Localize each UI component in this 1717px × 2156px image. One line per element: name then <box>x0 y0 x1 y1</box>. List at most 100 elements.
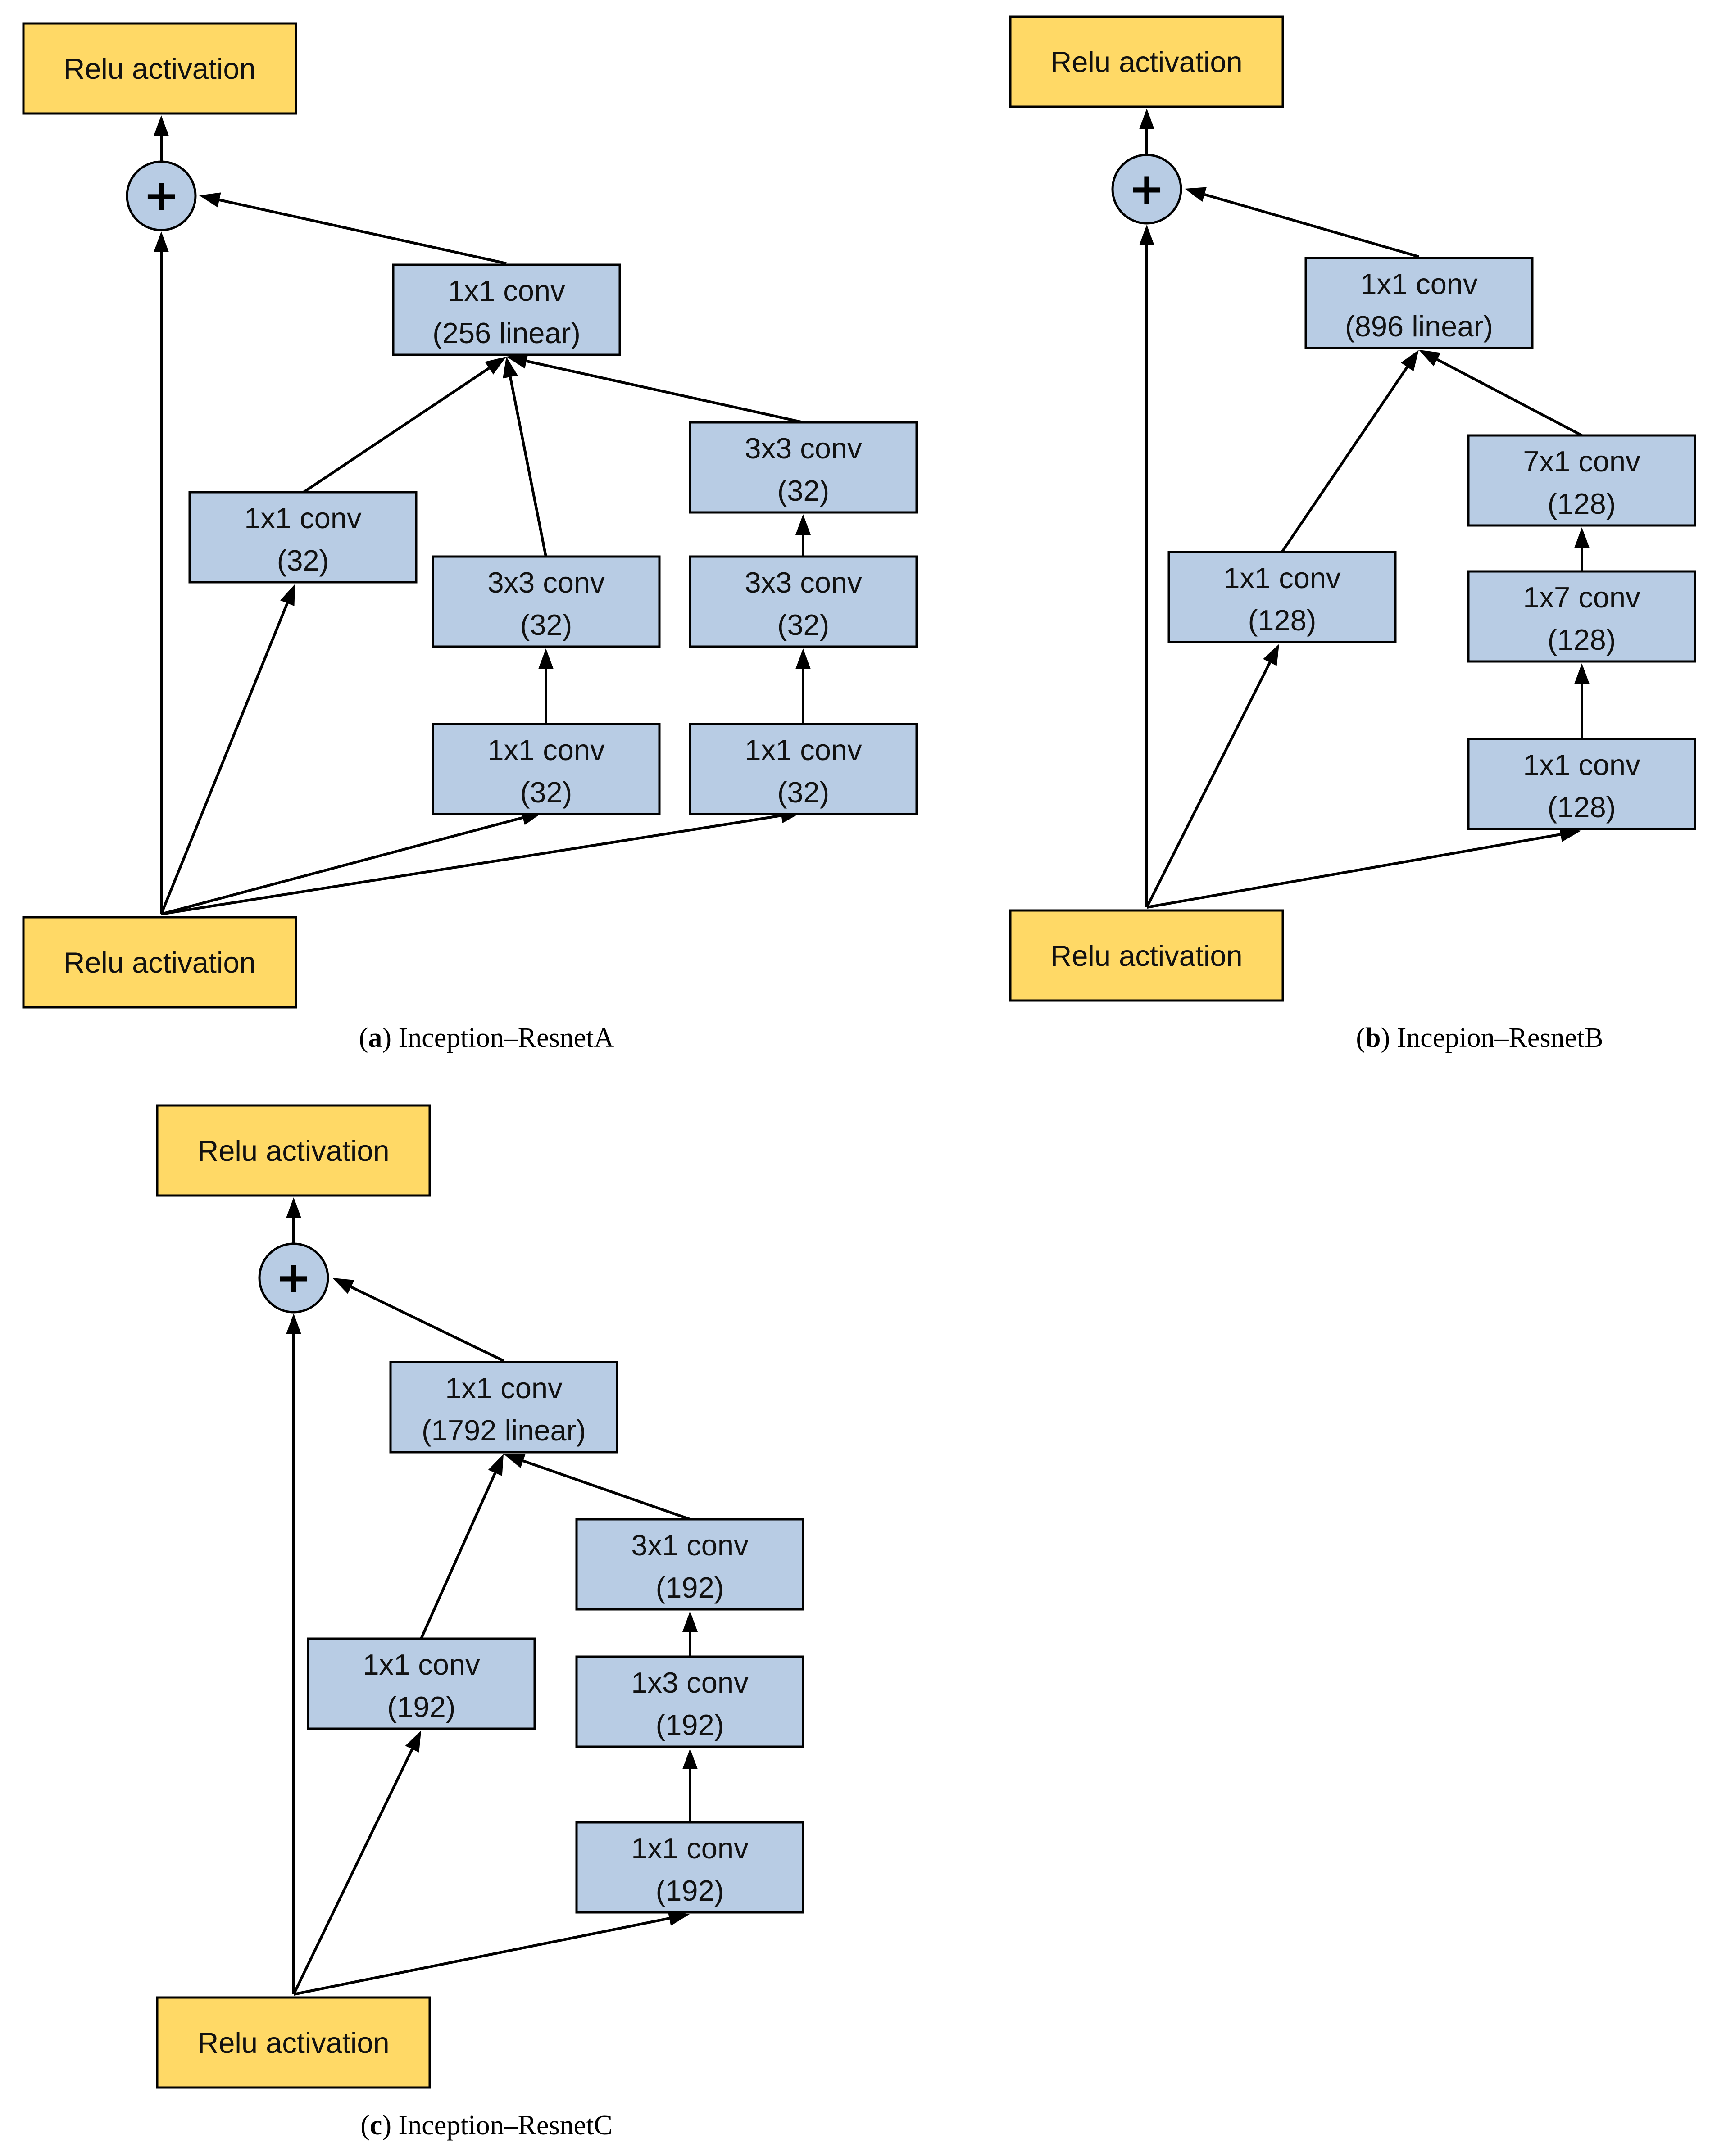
a-branch3-conv2: 3x3 conv(32) <box>689 555 918 648</box>
a-branch3-conv3-box <box>689 421 918 514</box>
c-branch2-conv3-channels-label: (192) <box>656 1571 724 1604</box>
c-branch2-conv1-channels-label: (192) <box>656 1874 724 1907</box>
b-top-relu-activation-label: Relu activation <box>1050 45 1242 78</box>
arrow-shaft <box>350 1286 504 1362</box>
a-branch2-conv2-box <box>432 555 661 648</box>
a-arrow-to-branch3 <box>161 808 802 915</box>
a-branch1-conv-op-label: 1x1 conv <box>244 502 362 534</box>
a-branch2-conv1-op-label: 1x1 conv <box>487 734 605 766</box>
arrow-head <box>795 514 811 535</box>
b-sum-node: + <box>1111 154 1182 225</box>
caption-a: (a) Inception–ResnetA <box>359 1023 614 1053</box>
arrow-head <box>1185 187 1207 202</box>
a-arrow-b3-2-3 <box>795 514 811 557</box>
b-arrow-b2-to-merge <box>1419 350 1583 437</box>
c-arrow-merge-to-sum <box>332 1278 504 1362</box>
b-top-relu-activation-box <box>1009 15 1284 108</box>
arrow-head <box>199 192 221 208</box>
arrow-shaft <box>420 1472 496 1640</box>
arrow-head <box>280 584 295 607</box>
b-branch2-conv2-box <box>1467 570 1696 663</box>
arrow-shaft <box>303 367 490 494</box>
a-merge-conv: 1x1 conv(256 linear) <box>392 263 621 356</box>
b-merge-conv-op-label: 1x1 conv <box>1360 267 1478 300</box>
diagram-nodes: Relu activation +1x1 conv(256 linear) 1x1 … <box>22 15 1696 2089</box>
b-arrow-b2-2-3 <box>1574 527 1590 571</box>
caption-letter: a <box>368 1023 382 1053</box>
a-bottom-relu-activation-box <box>22 916 297 1009</box>
b-arrow-b1-to-merge <box>1281 350 1419 553</box>
b-arrow-merge-to-sum <box>1185 187 1419 258</box>
caption-b: (b) Incepion–ResnetB <box>1356 1023 1603 1053</box>
sum-circle <box>1111 154 1182 225</box>
arrow-shaft <box>161 814 782 915</box>
a-branch1-conv-box <box>188 491 418 584</box>
b-arrow-b2-1-2 <box>1574 663 1590 739</box>
arrow-head <box>504 1454 526 1468</box>
c-arrow-skip <box>286 1314 301 1994</box>
c-branch2-conv1-box <box>575 1821 804 1914</box>
arrow-shaft <box>161 816 523 915</box>
a-branch3-conv3-op-label: 3x3 conv <box>745 432 862 465</box>
arrow-shaft <box>1145 661 1272 908</box>
c-merge-conv-box <box>389 1361 618 1454</box>
sum-circle <box>258 1242 329 1314</box>
arrow-head <box>488 1454 504 1476</box>
c-arrow-b2-to-merge <box>504 1454 690 1521</box>
c-branch2-conv2-op-label: 1x3 conv <box>631 1666 749 1699</box>
c-branch2-conv2: 1x3 conv(192) <box>575 1655 804 1748</box>
c-merge-conv: 1x1 conv(1792 linear) <box>389 1361 618 1454</box>
arrow-head <box>1263 644 1279 666</box>
a-arrow-b2-to-merge <box>503 357 547 557</box>
caption-title: Incepion–ResnetB <box>1397 1023 1603 1053</box>
arrow-head <box>286 1314 301 1334</box>
b-branch2-conv2-channels-label: (128) <box>1548 623 1616 656</box>
c-arrow-b2-2-3 <box>682 1611 698 1657</box>
a-branch2-conv1: 1x1 conv (32) <box>432 723 661 815</box>
plus-icon: + <box>276 1252 312 1303</box>
a-arrow-merge-to-sum <box>199 192 507 265</box>
a-arrow-to-branch1 <box>160 584 295 915</box>
b-arrow-sum-to-top <box>1139 109 1154 154</box>
arrow-head <box>503 357 518 379</box>
caption-title: Inception–ResnetA <box>399 1023 614 1053</box>
c-branch2-conv3-box <box>575 1518 804 1611</box>
a-arrow-b2-1-2 <box>538 648 554 724</box>
a-branch3-conv1-channels-label: (32) <box>777 776 830 809</box>
b-branch2-conv3: 7x1 conv(128) <box>1467 434 1696 527</box>
c-top-relu-activation-box <box>156 1104 431 1197</box>
caption-letter: b <box>1365 1023 1381 1053</box>
b-arrow-to-branch2 <box>1146 827 1581 909</box>
arrow-head <box>1401 350 1419 371</box>
arrow-shaft <box>219 199 507 265</box>
caption-title: Inception–ResnetC <box>399 2110 613 2141</box>
arrow-shaft <box>509 376 547 557</box>
a-branch3-conv2-op-label: 3x3 conv <box>745 566 862 599</box>
arrow-shaft <box>1204 193 1419 258</box>
arrow-head <box>538 648 554 669</box>
a-branch2-conv1-channels-label: (32) <box>520 776 572 809</box>
arrow-head <box>1139 225 1154 245</box>
plus-icon: + <box>143 170 179 221</box>
arrow-head <box>1139 109 1154 129</box>
b-branch2-conv1-op-label: 1x1 conv <box>1523 748 1640 781</box>
a-top-relu-activation-label: Relu activation <box>64 52 255 85</box>
arrow-head <box>1559 827 1581 842</box>
c-top-relu-activation-label: Relu activation <box>197 1134 389 1167</box>
c-branch1-conv-op-label: 1x1 conv <box>363 1648 480 1681</box>
b-top-relu-activation: Relu activation <box>1009 15 1284 108</box>
arrow-head <box>154 231 169 252</box>
captions: (a) Inception–ResnetA (b) Incepion–Resnet… <box>359 1023 1603 2141</box>
a-sum-node: + <box>126 160 197 231</box>
a-merge-conv-box <box>392 263 621 356</box>
b-branch2-conv1: 1x1 conv(128) <box>1467 738 1696 830</box>
arrow-head <box>506 353 528 369</box>
arrow-head <box>405 1730 421 1753</box>
c-bottom-relu-activation: Relu activation <box>156 1996 431 2089</box>
arrow-head <box>154 115 169 136</box>
plus-icon: + <box>1129 163 1165 214</box>
a-arrow-sum-to-top <box>154 115 169 161</box>
b-merge-conv: 1x1 conv(896 linear) <box>1304 257 1534 349</box>
